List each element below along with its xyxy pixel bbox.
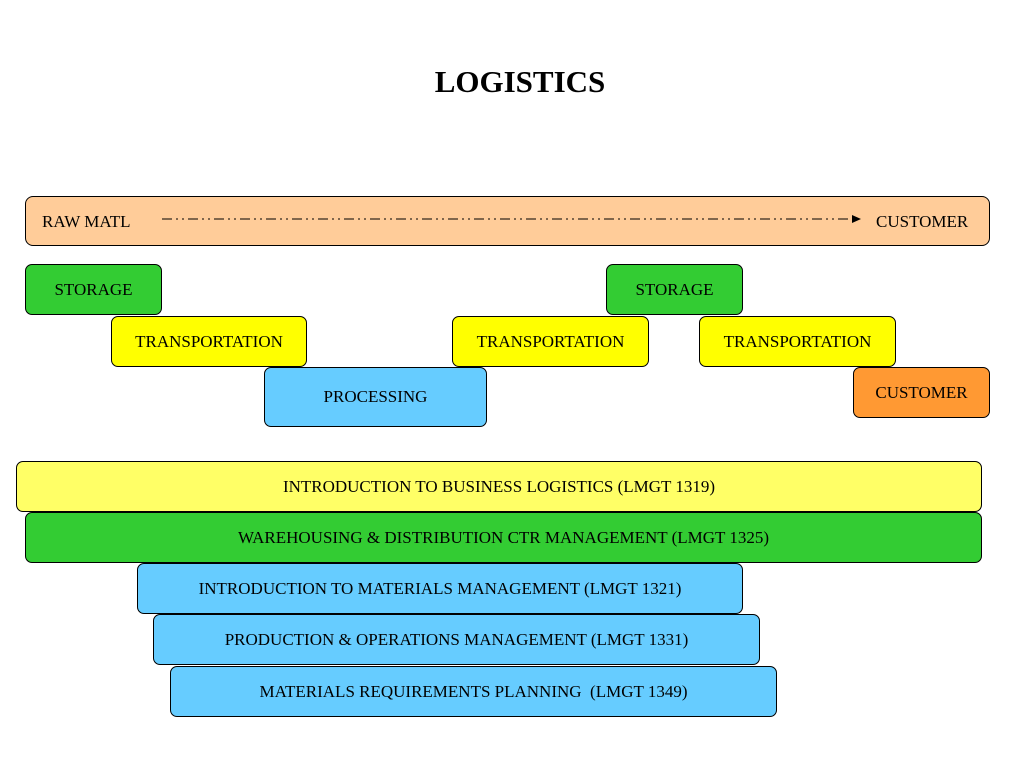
stage-customer: CUSTOMER	[853, 367, 990, 418]
stage-storage-1: STORAGE	[25, 264, 162, 315]
stage-label: TRANSPORTATION	[723, 331, 872, 351]
supply-chain-flow-bar: RAW MATL CUSTOMER	[25, 196, 990, 246]
flow-end-label: CUSTOMER	[876, 212, 969, 231]
stage-processing: PROCESSING	[264, 367, 487, 427]
stage-storage-2: STORAGE	[606, 264, 743, 315]
stage-transportation-1: TRANSPORTATION	[111, 316, 307, 367]
stage-label: TRANSPORTATION	[476, 331, 625, 351]
course-label: INTRODUCTION TO MATERIALS MANAGEMENT (LM…	[198, 578, 682, 598]
flow-arrow-icon	[162, 215, 861, 223]
course-label: WAREHOUSING & DISTRIBUTION CTR MANAGEMEN…	[237, 527, 770, 547]
flow-start-label: RAW MATL	[42, 212, 131, 231]
stage-label: TRANSPORTATION	[135, 331, 283, 351]
stage-label: PROCESSING	[323, 387, 428, 406]
stage-label: STORAGE	[54, 279, 133, 299]
stage-label: STORAGE	[635, 279, 714, 299]
course-label: PRODUCTION & OPERATIONS MANAGEMENT (LMGT…	[224, 629, 689, 649]
stage-transportation-2: TRANSPORTATION	[452, 316, 649, 367]
course-label: MATERIALS REQUIREMENTS PLANNING (LMGT 13…	[259, 681, 688, 701]
course-production-operations: PRODUCTION & OPERATIONS MANAGEMENT (LMGT…	[153, 614, 760, 665]
course-materials-management: INTRODUCTION TO MATERIALS MANAGEMENT (LM…	[137, 563, 743, 614]
stage-transportation-3: TRANSPORTATION	[699, 316, 896, 367]
course-business-logistics: INTRODUCTION TO BUSINESS LOGISTICS (LMGT…	[16, 461, 982, 512]
page-title: LOGISTICS	[434, 64, 606, 99]
course-warehousing-distribution: WAREHOUSING & DISTRIBUTION CTR MANAGEMEN…	[25, 512, 982, 563]
course-label: INTRODUCTION TO BUSINESS LOGISTICS (LMGT…	[282, 476, 716, 496]
course-materials-requirements-planning: MATERIALS REQUIREMENTS PLANNING (LMGT 13…	[170, 666, 777, 717]
stage-label: CUSTOMER	[875, 382, 968, 402]
